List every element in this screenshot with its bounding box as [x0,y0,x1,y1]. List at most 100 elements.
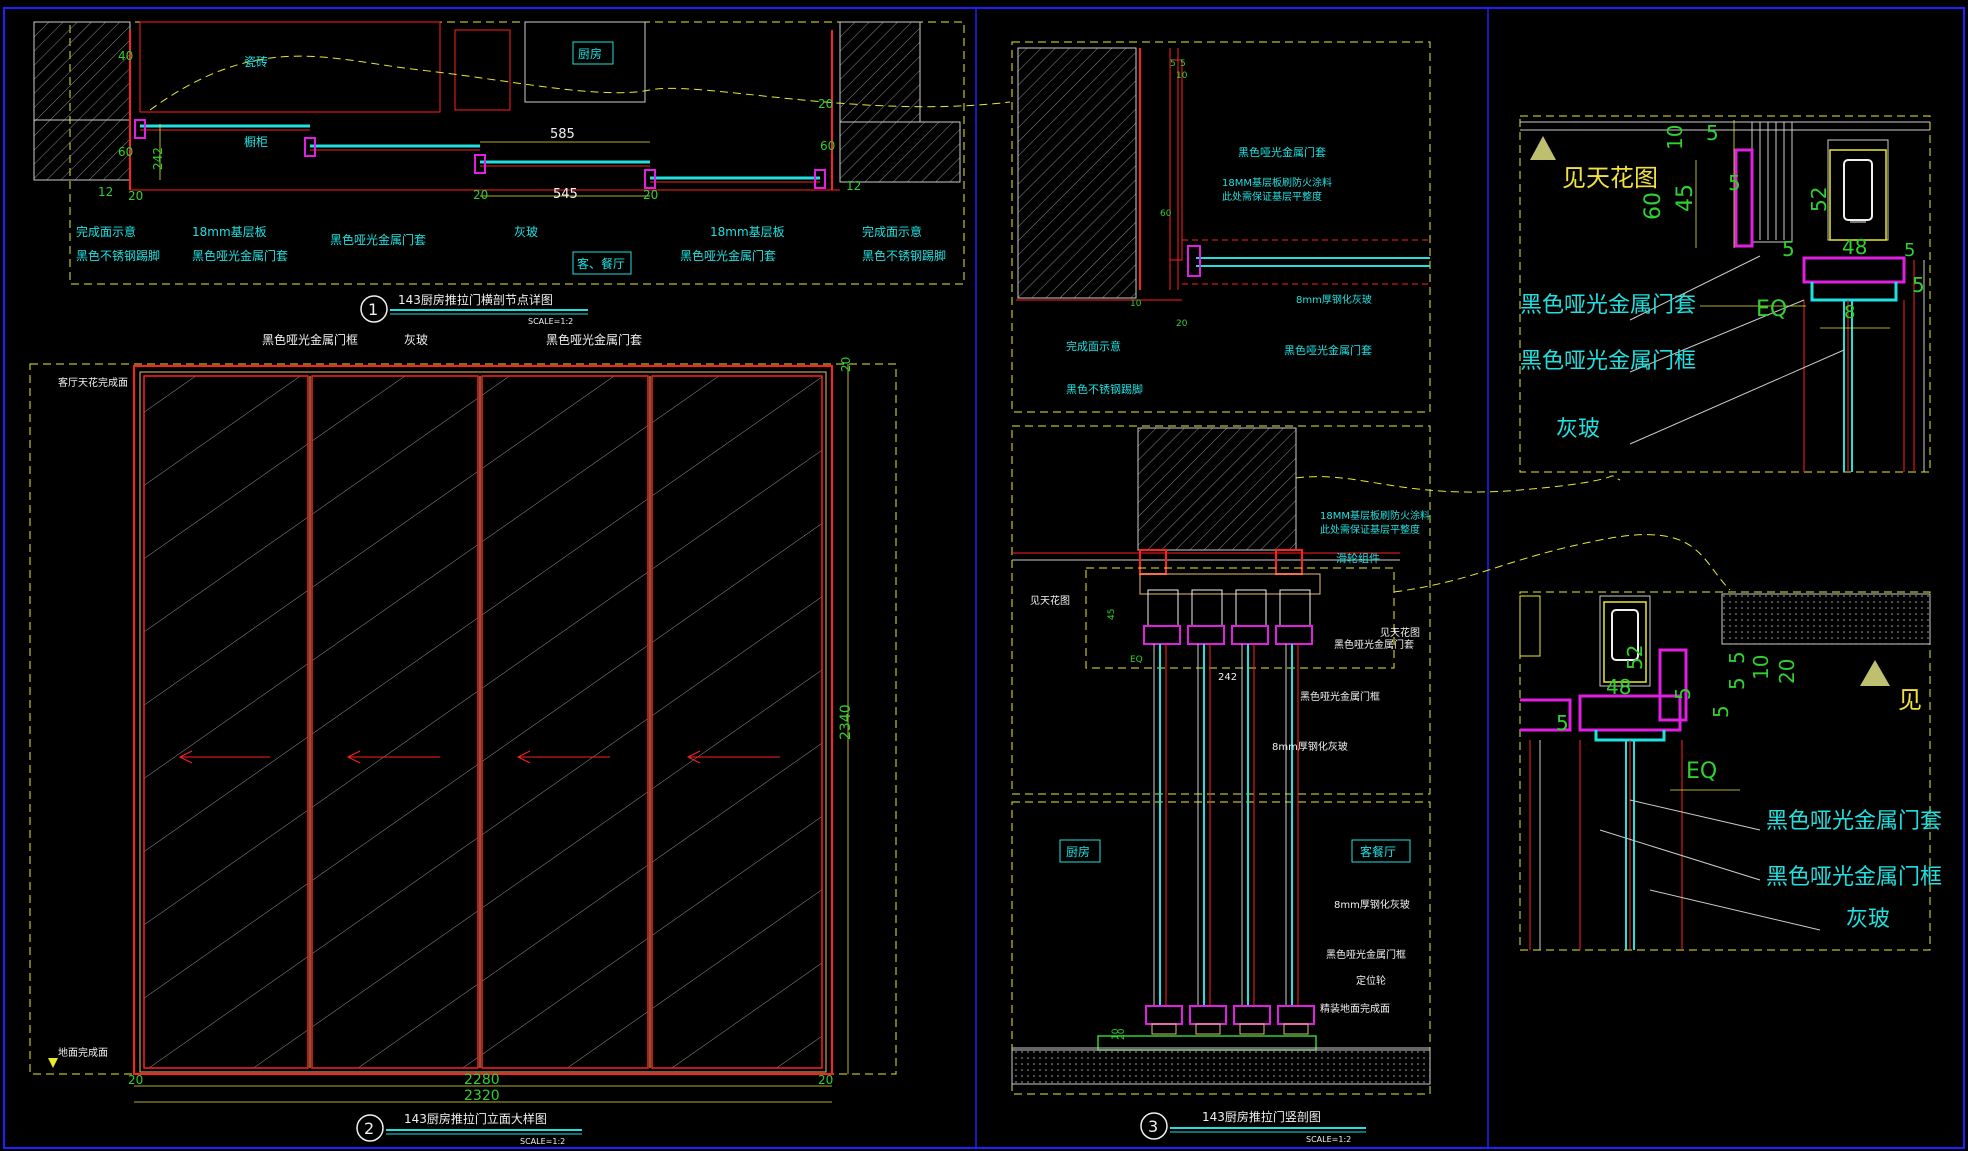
label-ceiling: 客厅天花完成面 [58,376,128,389]
label-base-board-right: 18mm基层板 [710,225,785,239]
dim-20-b: 20 [473,188,488,202]
label-cabinet: 橱柜 [244,135,268,149]
dim-12: 12 [98,185,113,199]
dim-5-c: 5 [1782,237,1795,261]
label-base-board-left: 18mm基层板 [192,225,267,239]
label-casing: 黑色哑光金属门套 [1520,293,1696,318]
dim-10: 10 [1663,125,1687,150]
dim-40: 40 [118,49,133,63]
dim-5-d: 5 [1912,273,1925,297]
view1-section-plan [33,21,1011,285]
label-glass-a: 8mm厚钢化灰玻 [1296,293,1372,306]
label-casing: 黑色哑光金属门套 [1766,809,1942,834]
view3-scale: SCALE=1:2 [1306,1135,1351,1144]
label-casing-b: 黑色哑光金属门套 [1284,343,1372,357]
label-board-a2: 此处需保证基层平整度 [1222,190,1322,203]
dim-right-20: 20 [818,1073,833,1087]
label-frame-d: 黑色哑光金属门框 [1326,948,1406,961]
label-guide: 定位轮 [1356,974,1386,987]
dim-left-20: 20 [128,1073,143,1087]
view2-scale: SCALE=1:2 [520,1137,565,1146]
bottom-rollers [1145,1005,1315,1035]
detail-a [1519,115,1931,473]
dim-242: 242 [151,147,165,170]
dim-inner: 2280 [464,1072,500,1088]
dim-height: 2340 [838,704,854,740]
dim-45: 45 [1107,609,1117,620]
see-ceiling: 见天花图 [1562,164,1658,192]
dim-10: 10 [1176,71,1188,81]
room-living-label: 客、餐厅 [577,256,625,271]
view1-scale: SCALE=1:2 [528,317,573,326]
label-finish: 完成面示意 [1066,339,1121,353]
label-finish-right: 完成面示意 [862,224,922,239]
dim-5-b: 5 [1180,59,1186,69]
dim-20-b: 20 [1117,1028,1127,1040]
label-see-ceiling-left: 见天花图 [1030,594,1070,607]
dim-60: 60 [118,145,133,159]
dim-10: 10 [1749,655,1773,680]
view3-texts: 黑色哑光金属门套 18MM基层板刷防火涂料 此处需保证基层平整度 完成面示意 黑… [1030,59,1430,1144]
label-door-frame: 黑色哑光金属门套 [330,232,426,247]
view2-title: 143厨房推拉门立面大样图 [404,1111,547,1126]
door-panels [143,375,823,1069]
dim-10-c: 10 [1111,1028,1121,1040]
dim-5-d: 5 [1709,705,1733,718]
label-see-ceiling-right: 见天花图 [1380,626,1420,639]
dim-5-a: 5 [1725,651,1749,664]
dim-60-right: 60 [820,139,835,153]
dim-48: 48 [1842,235,1867,259]
dim-20: 20 [1176,319,1188,329]
dim-20-right: 20 [818,97,833,111]
label-slide: 滑轮组件 [1336,551,1380,565]
dim-52: 52 [1623,645,1647,670]
label-glass: 灰玻 [1846,907,1890,932]
label-board-b2: 此处需保证基层平整度 [1320,523,1420,536]
track-rollers [1143,589,1313,645]
dim-60: 60 [1641,192,1666,220]
label-ss-kick-left: 黑色不锈钢踢脚 [76,248,160,263]
label-floor: 地面完成面 [58,1046,108,1059]
view2-texts: 黑色哑光金属门框 灰玻 黑色哑光金属门套 客厅天花完成面 地面完成面 20 23… [58,332,854,1146]
dim-12-right: 12 [846,179,861,193]
dim-60: 60 [1160,209,1172,219]
label-glass-c: 8mm厚钢化灰玻 [1334,898,1410,911]
dim-545: 545 [553,187,578,202]
dim-5-e: 5 [1904,240,1915,261]
dim-top-20: 20 [839,357,853,372]
view2-number: 2 [364,1119,374,1138]
label-casing-a: 黑色哑光金属门套 [1238,145,1326,159]
dim-eq: EQ [1130,655,1143,665]
label-board-a1: 18MM基层板刷防火涂料 [1222,176,1332,189]
dim-45: 45 [1673,184,1698,212]
detail-b-texts: 见 黑色哑光金属门套 黑色哑光金属门框 灰玻 52 48 5 5 10 20 5… [1556,645,1942,932]
view3-section [1011,41,1731,1095]
label-ss-kick: 黑色不锈钢踢脚 [1066,382,1143,396]
dim-242: 242 [1218,672,1237,683]
room-living-label: 客餐厅 [1360,844,1396,859]
label-glass: 灰玻 [1556,417,1600,442]
dim-5-a: 5 [1706,121,1719,145]
label-finish-left: 完成面示意 [76,224,136,239]
view3-title: 143厨房推拉门竖剖图 [1202,1109,1321,1124]
view1-number: 1 [368,300,378,319]
label-tile: 瓷砖 [244,54,268,69]
dim-20-c: 20 [643,188,658,202]
detail-b [1519,591,1931,951]
label-door-frame: 黑色哑光金属门框 [262,332,358,347]
room-kitchen-label: 厨房 [578,46,602,61]
dim-5-e: 5 [1556,711,1569,735]
see-ceiling-partial: 见 [1898,686,1922,714]
label-frame: 黑色哑光金属门框 [1766,865,1942,890]
dim-5-a: 5 [1170,59,1176,69]
detail-a-texts: 见天花图 黑色哑光金属门套 黑色哑光金属门框 灰玻 5 5 10 60 45 5… [1520,121,1925,442]
dim-52: 52 [1807,187,1831,212]
dim-5-b: 5 [1728,171,1741,195]
label-door-casing: 黑色哑光金属门套 [546,332,642,347]
dim-20: 20 [1775,659,1799,684]
dim-20-a: 20 [128,189,143,203]
view3-number: 3 [1148,1117,1158,1136]
dim-585: 585 [550,127,575,142]
dim-8: 8 [1844,302,1855,323]
